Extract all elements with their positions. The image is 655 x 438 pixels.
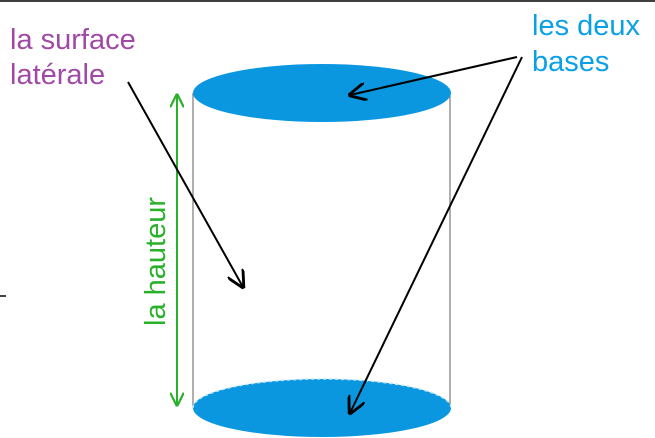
- bottom-base-pointer-arrow: [350, 56, 523, 413]
- bottom-base: [193, 379, 451, 437]
- height-label: la hauteur: [140, 197, 172, 326]
- bases-label-line1: les deux: [532, 10, 641, 42]
- top-base: [193, 64, 451, 122]
- lateral-surface-label-line1: la surface: [10, 24, 136, 56]
- top-base-pointer-arrow: [350, 56, 518, 95]
- lateral-surface-label-line2: latérale: [10, 59, 105, 91]
- bases-label-line2: bases: [532, 46, 609, 78]
- lateral-surface-pointer-arrow: [127, 81, 243, 287]
- bottom-base-hidden-edge: [192, 378, 452, 409]
